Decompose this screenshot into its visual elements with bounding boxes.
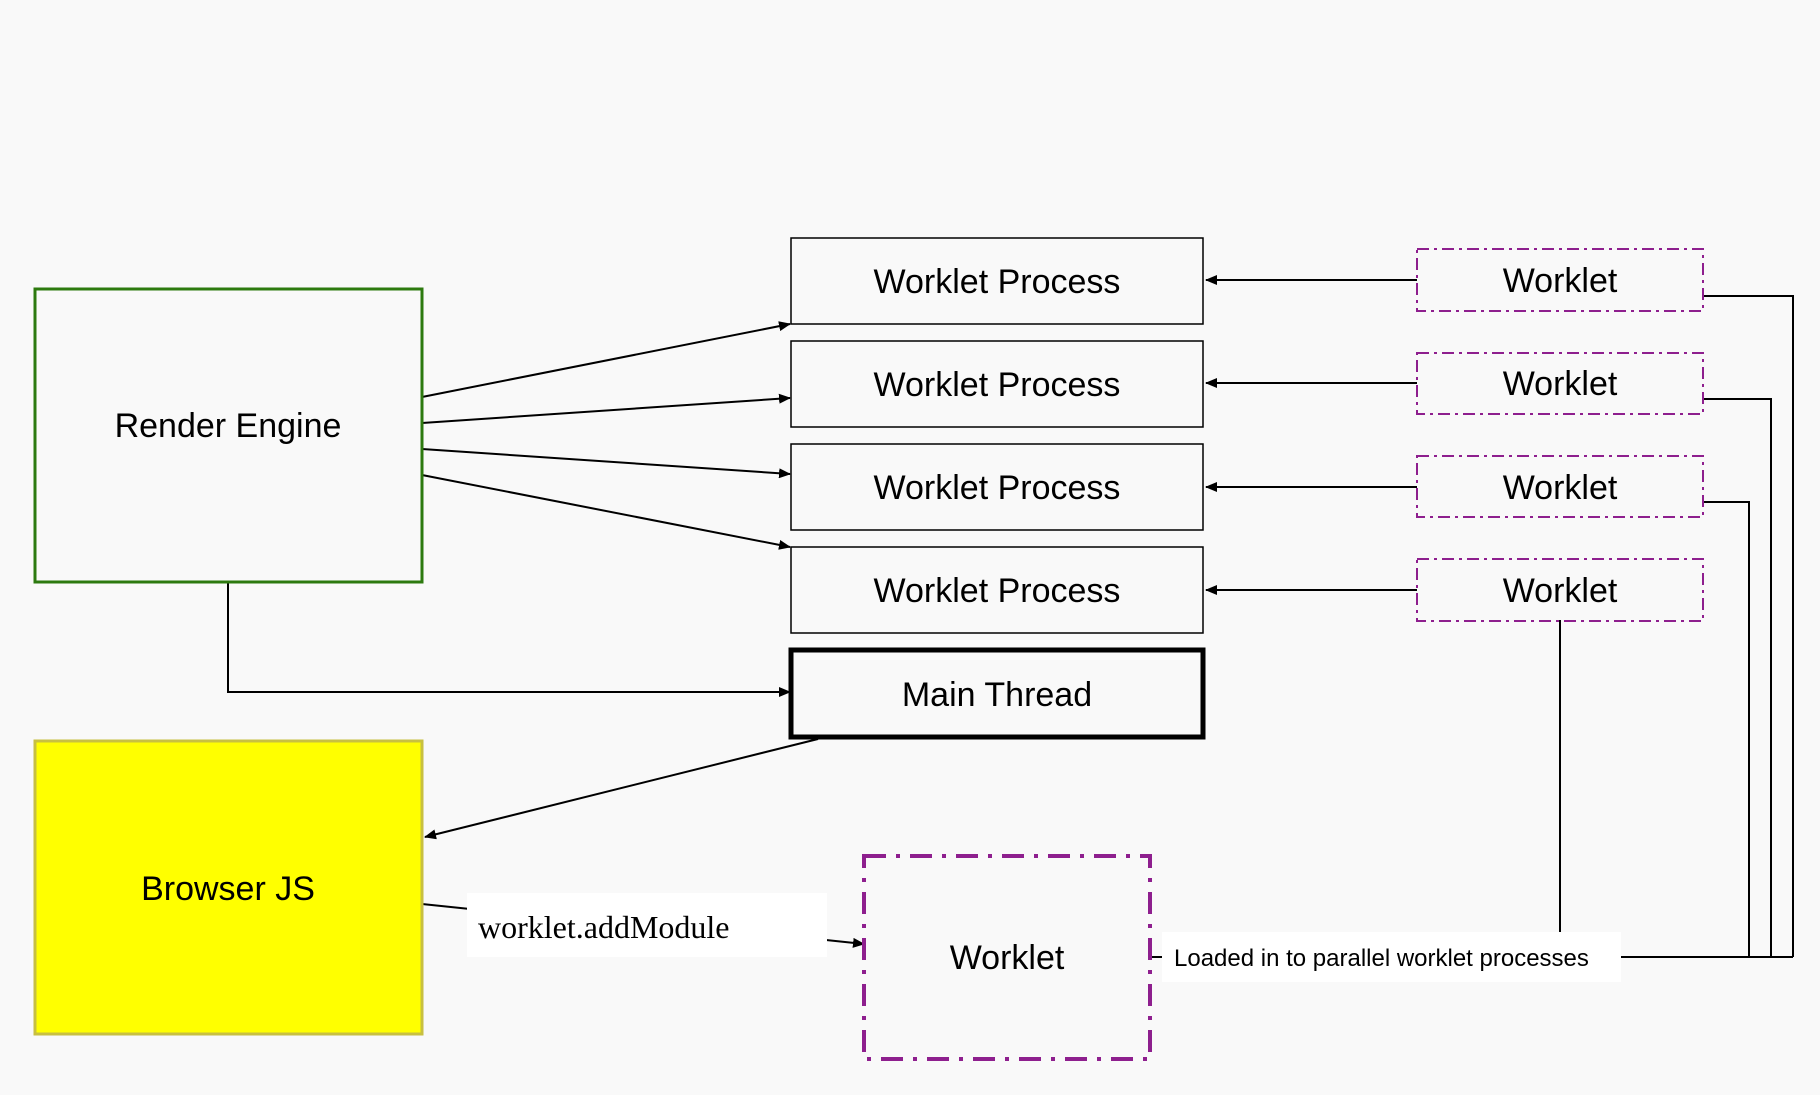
- edge-label-to-worklet: [825, 937, 865, 948]
- worklet-node-3: Worklet: [1416, 455, 1704, 518]
- worklet-process-label: Worklet Process: [874, 572, 1121, 610]
- loaded-label: Loaded in to parallel worklet processes: [1174, 945, 1589, 972]
- render-engine-label: Render Engine: [115, 407, 342, 445]
- worklet-label: Worklet: [1503, 365, 1618, 403]
- browser-js-label: Browser JS: [141, 870, 315, 908]
- edge-render-to-process-4: [421, 474, 791, 550]
- browser-js-node: Browser JS: [33, 739, 424, 1036]
- edges: [227, 275, 1794, 958]
- edge-render-to-process-1: [421, 321, 791, 398]
- connector-worklet-1: [1703, 295, 1794, 957]
- connector-worklet-2: [1703, 398, 1772, 957]
- worklet-label: Worklet: [1503, 572, 1618, 610]
- edge-browser-js-to-label: [421, 903, 471, 910]
- connector-worklet-3: [1703, 501, 1750, 957]
- worklet-process-label: Worklet Process: [874, 366, 1121, 404]
- main-thread-node: Main Thread: [788, 647, 1206, 740]
- main-thread-label: Main Thread: [902, 676, 1092, 714]
- worklet-main-label: Worklet: [950, 939, 1065, 977]
- worklet-process-node-3: Worklet Process: [790, 443, 1204, 531]
- worklet-node-1: Worklet: [1416, 248, 1704, 312]
- worklet-process-node-4: Worklet Process: [790, 546, 1204, 634]
- add-module-label-box: worklet.addModule: [467, 893, 827, 957]
- worklet-label: Worklet: [1503, 469, 1618, 507]
- add-module-label: worklet.addModule: [478, 909, 730, 945]
- worklet-node-2: Worklet: [1416, 352, 1704, 415]
- worklet-node-4: Worklet: [1416, 558, 1704, 622]
- worklet-process-node-2: Worklet Process: [790, 340, 1204, 428]
- edge-main-thread-to-browser-js: [424, 738, 819, 840]
- edge-render-to-main-thread: [227, 583, 791, 697]
- edge-render-to-process-2: [421, 393, 791, 424]
- worklet-main-node: Worklet: [862, 854, 1152, 1061]
- edge-render-to-process-3: [421, 448, 791, 479]
- render-engine-node: Render Engine: [33, 287, 424, 584]
- worklet-process-node-1: Worklet Process: [790, 237, 1204, 325]
- loaded-label-box: Loaded in to parallel worklet processes: [1162, 932, 1621, 982]
- worklet-process-label: Worklet Process: [874, 263, 1121, 301]
- worklet-label: Worklet: [1503, 262, 1618, 300]
- worklet-process-label: Worklet Process: [874, 469, 1121, 507]
